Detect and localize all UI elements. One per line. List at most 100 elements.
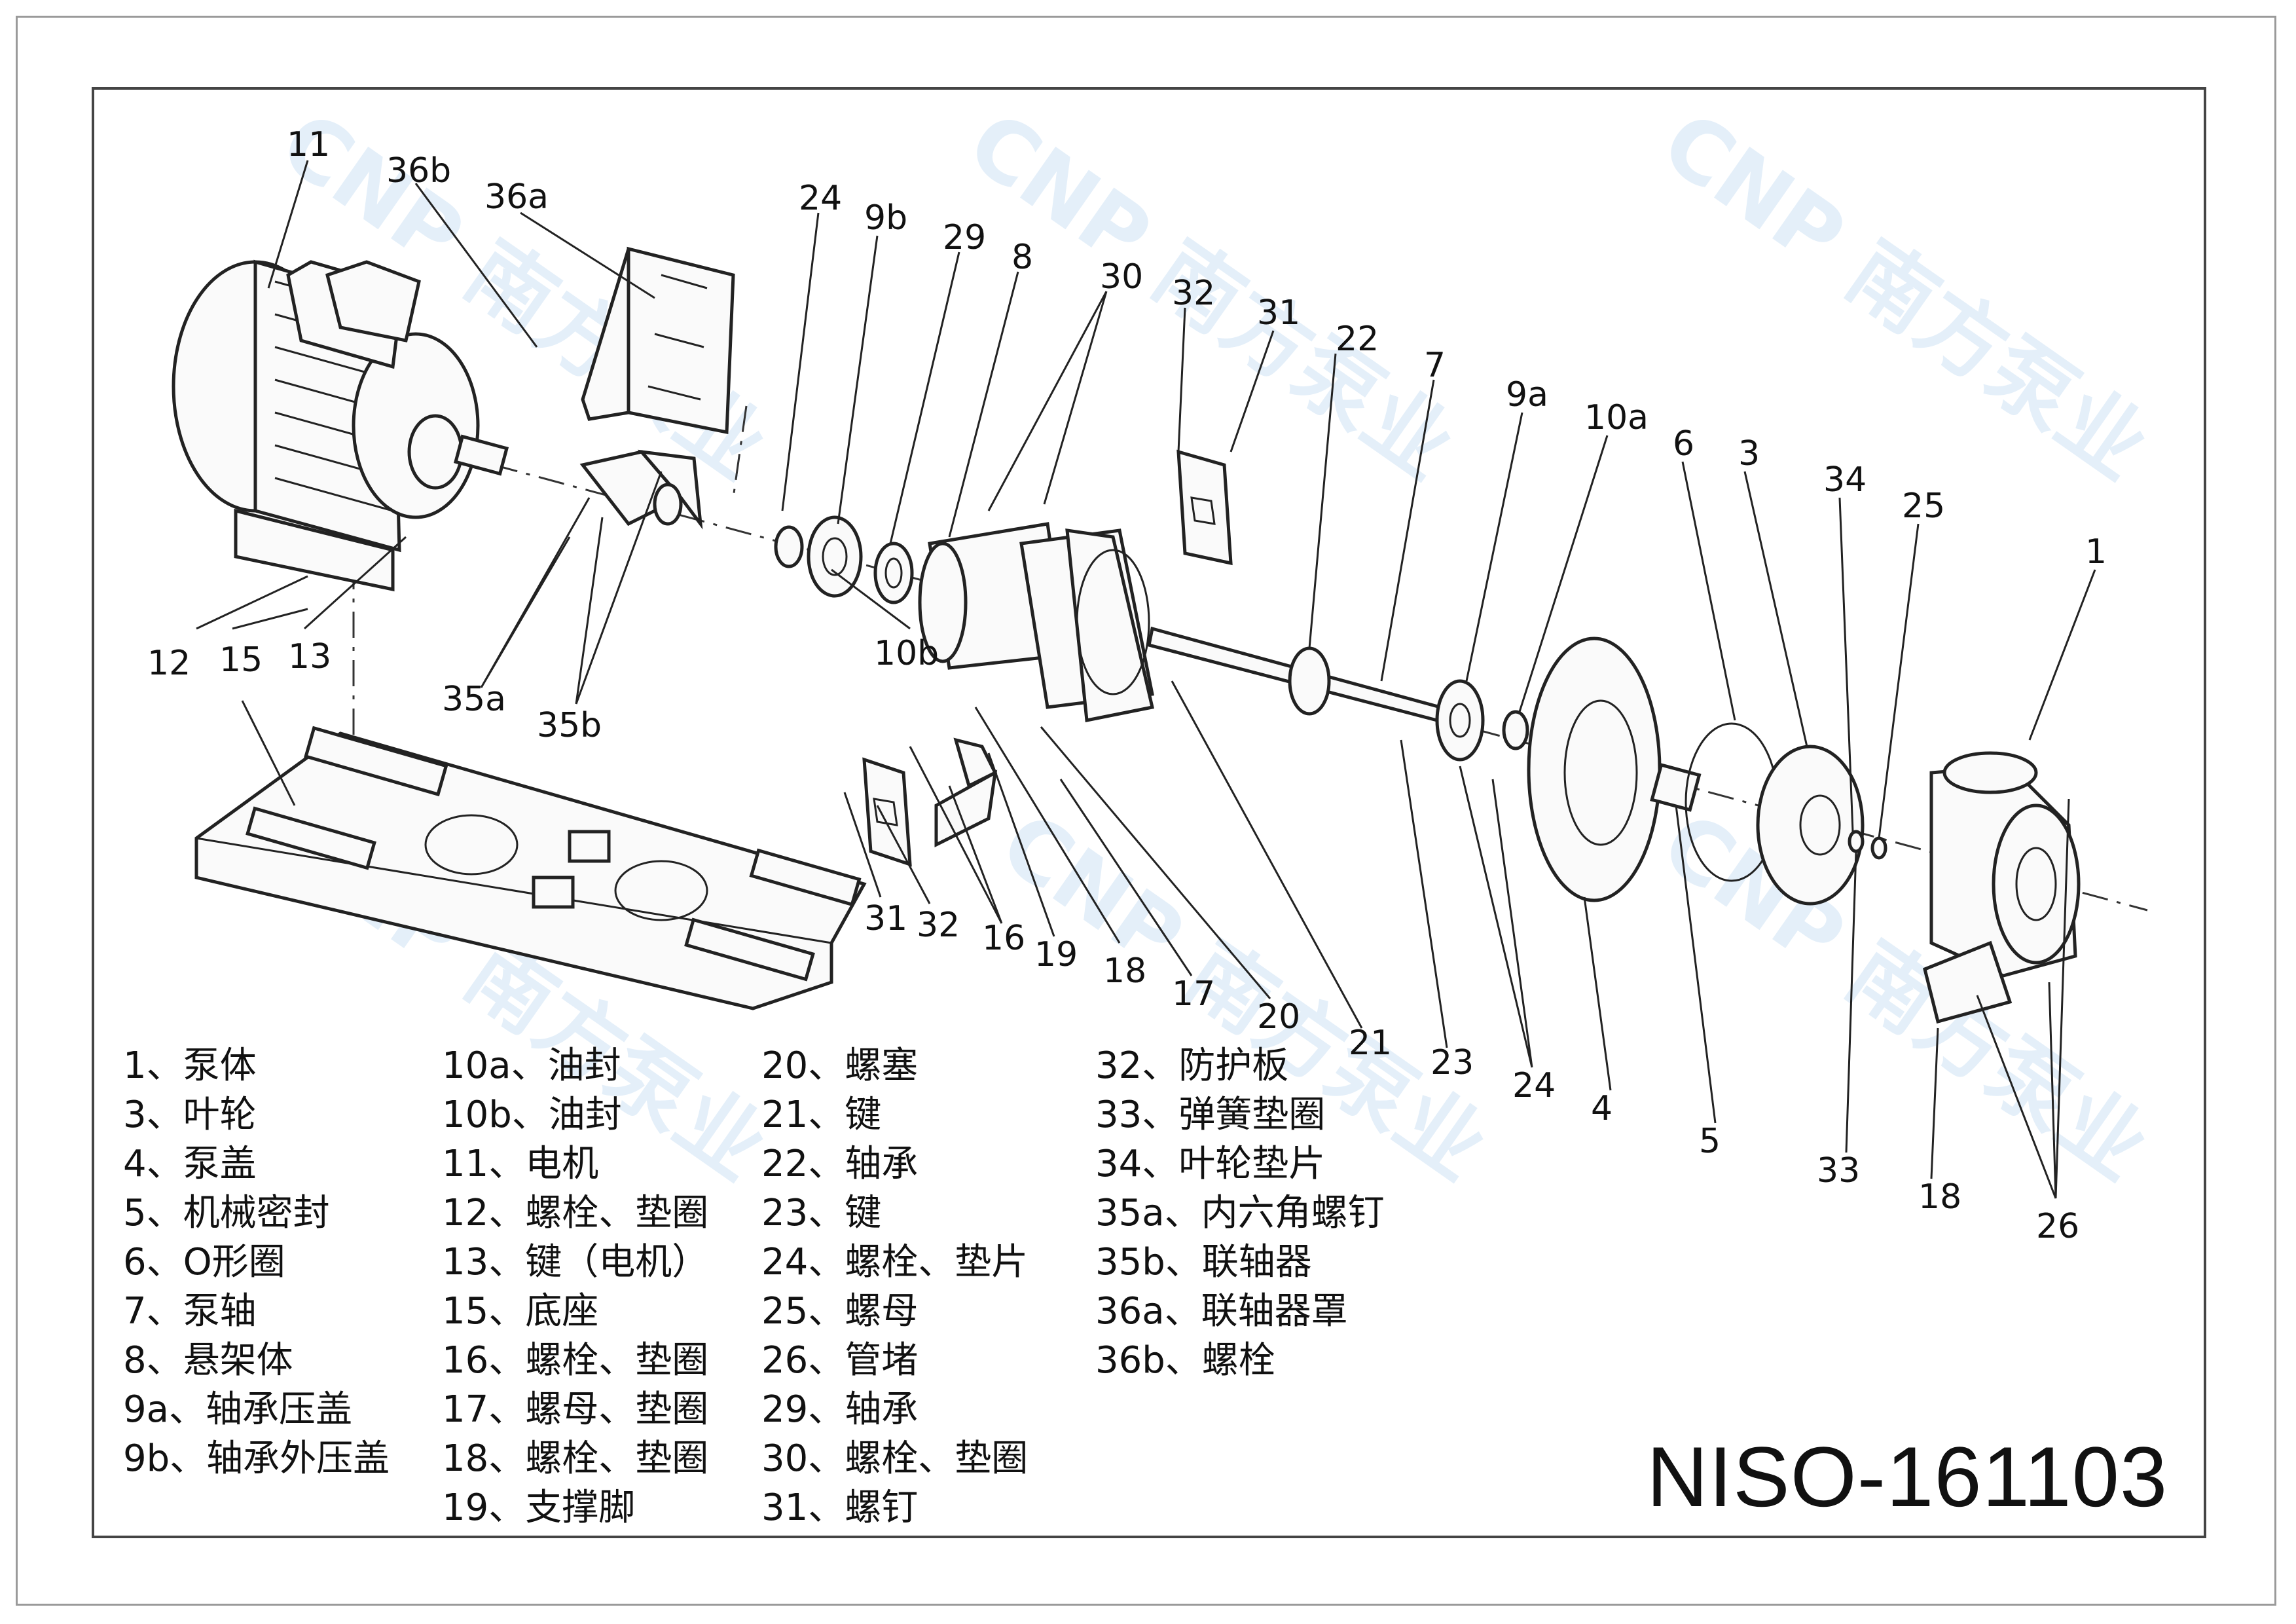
callout-16: 16: [982, 919, 1025, 958]
callout-21: 21: [1349, 1024, 1392, 1063]
callout-11: 11: [287, 125, 330, 164]
callout-32: 32: [1172, 274, 1215, 313]
legend-item: 5、机械密封: [123, 1192, 330, 1234]
legend-item: 16、螺栓、垫圈: [442, 1339, 709, 1382]
guard-centerline: [732, 405, 748, 498]
legend-item: 20、螺塞: [761, 1044, 919, 1087]
callout-4: 4: [1591, 1089, 1613, 1128]
pump-cover: [1527, 637, 1662, 902]
impeller: [1756, 745, 1865, 906]
legend-item: 26、管堵: [761, 1339, 919, 1382]
legend-item: 6、O形圈: [123, 1241, 285, 1283]
bearing-29: [873, 542, 914, 604]
legend-item: 8、悬架体: [123, 1339, 293, 1382]
watermark: CNP 南方泵业: [1645, 92, 2166, 499]
pump-shaft: [1147, 626, 1443, 723]
callout-34: 34: [1823, 460, 1867, 500]
callout-32-lower: 32: [917, 906, 960, 945]
impeller-washer: [1848, 830, 1865, 853]
legend-column-2: 10a、油封 10b、油封 11、电机 12、螺栓、垫圈 13、键（电机） 15…: [442, 1041, 708, 1532]
callout-36a: 36a: [484, 177, 549, 217]
callout-24-lower: 24: [1512, 1066, 1556, 1105]
drawing-number: NISO-161103: [1647, 1429, 2168, 1524]
callout-8: 8: [1011, 238, 1033, 277]
drawing-frame: [92, 87, 2206, 1538]
legend-column-1: 1、泵体 3、叶轮 4、泵盖 5、机械密封 6、O形圈 7、泵轴 8、悬架体 9…: [123, 1041, 390, 1483]
legend-item: 23、键: [761, 1192, 882, 1234]
legend-item: 10a、油封: [442, 1044, 621, 1087]
legend-item: 33、弹簧垫圈: [1095, 1094, 1326, 1136]
callout-31: 31: [1257, 293, 1300, 333]
legend-item: 36a、联轴器罩: [1095, 1290, 1348, 1333]
callout-5: 5: [1699, 1122, 1721, 1161]
guard-plate-lower: [862, 757, 912, 867]
legend-item: 9b、轴承外压盖: [123, 1437, 390, 1480]
coupling: [579, 449, 703, 530]
oil-seal-10a: [1502, 710, 1529, 750]
legend-item: 7、泵轴: [123, 1290, 257, 1333]
callout-24: 24: [799, 179, 842, 218]
leader-lines: [196, 160, 2096, 1199]
motor: [172, 259, 509, 592]
callout-31-lower: 31: [864, 899, 907, 938]
callout-26: 26: [2036, 1207, 2079, 1246]
callout-10b: 10b: [874, 634, 939, 673]
callout-30: 30: [1100, 257, 1143, 297]
legend-item: 29、轴承: [761, 1388, 919, 1431]
callout-33: 33: [1817, 1151, 1860, 1190]
callout-13: 13: [288, 637, 331, 676]
callout-35b: 35b: [537, 706, 602, 745]
callout-36b: 36b: [386, 151, 451, 191]
callout-23: 23: [1430, 1043, 1474, 1082]
callout-29: 29: [943, 218, 986, 257]
oil-seal-10b: [774, 525, 804, 568]
nut: [1870, 836, 1887, 860]
legend-item: 17、螺母、垫圈: [442, 1388, 709, 1431]
callout-6: 6: [1673, 424, 1694, 464]
legend-column-4: 32、防护板 33、弹簧垫圈 34、叶轮垫片 35a、内六角螺钉 35b、联轴器…: [1095, 1041, 1385, 1385]
legend-item: 25、螺母: [761, 1290, 919, 1333]
callout-17: 17: [1172, 974, 1215, 1014]
legend-item: 12、螺栓、垫圈: [442, 1192, 709, 1234]
callout-22: 22: [1336, 320, 1379, 359]
outer-border: [16, 16, 2276, 1606]
bearing-housing: [918, 522, 1155, 722]
callout-labels: 11 36b 36a 24 9b 29 8 30 32 31 22 7 9a 1…: [147, 125, 2107, 1246]
legend-item: 4、泵盖: [123, 1143, 257, 1185]
callout-18: 18: [1103, 951, 1146, 991]
callout-25: 25: [1902, 487, 1945, 526]
legend-item: 11、电机: [442, 1143, 599, 1185]
legend-item: 30、螺栓、垫圈: [761, 1437, 1029, 1480]
callout-9b: 9b: [864, 198, 907, 238]
callout-7: 7: [1424, 346, 1446, 385]
callout-19: 19: [1034, 935, 1078, 974]
legend-item: 32、防护板: [1095, 1044, 1289, 1087]
watermark: CNP 南方泵业: [1645, 793, 2166, 1200]
mechanical-seal: [1650, 763, 1702, 812]
legend-item: 21、键: [761, 1094, 882, 1136]
callout-10a: 10a: [1584, 398, 1649, 437]
legend-item: 13、键（电机）: [442, 1241, 709, 1283]
legend-item: 35a、内六角螺钉: [1095, 1192, 1385, 1234]
callout-3: 3: [1738, 434, 1760, 473]
coupling-guard: [581, 246, 735, 435]
callout-35a: 35a: [442, 680, 506, 719]
legend-item: 18、螺栓、垫圈: [442, 1437, 709, 1480]
callout-18-lower: 18: [1918, 1177, 1961, 1217]
callout-12: 12: [147, 644, 191, 683]
legend-item: 24、螺栓、垫片: [761, 1241, 1029, 1283]
legend-item: 15、底座: [442, 1290, 599, 1333]
legend-item: 31、螺钉: [761, 1486, 919, 1529]
legend-item: 35b、联轴器: [1095, 1241, 1312, 1283]
base-plate: [194, 726, 867, 1010]
legend-item: 22、轴承: [761, 1143, 919, 1185]
guard-plate-upper: [1176, 449, 1233, 566]
callout-20: 20: [1257, 997, 1300, 1037]
legend-item: 34、叶轮垫片: [1095, 1143, 1326, 1185]
outer-bearing-cover: [807, 515, 863, 598]
legend-item: 36b、螺栓: [1095, 1339, 1275, 1382]
callout-1: 1: [2085, 532, 2107, 572]
pump-casing: [1923, 751, 2081, 1024]
